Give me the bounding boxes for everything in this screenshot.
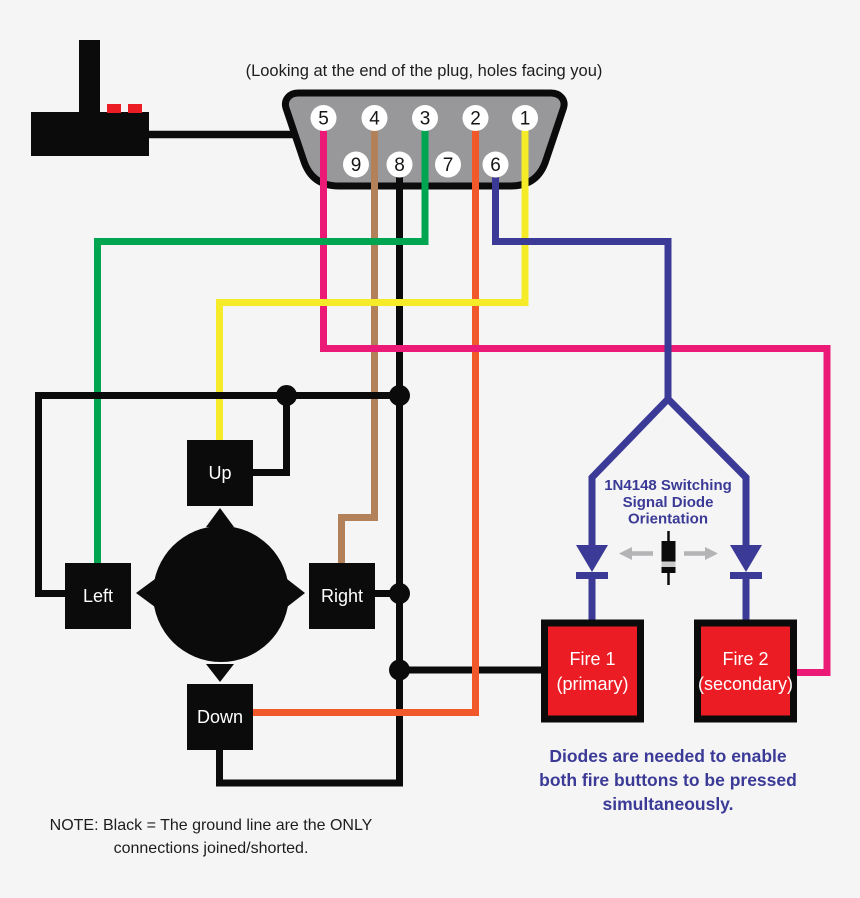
pin-5-number: 5: [318, 109, 329, 130]
pin-7: [435, 151, 461, 178]
gray-arrow-left-head: [619, 547, 632, 560]
joystick-button-2: [128, 104, 142, 113]
diode-label-line3: Orientation: [628, 511, 708, 528]
arrow-up-icon: [206, 508, 234, 527]
wires: [35, 118, 831, 787]
diode-note-line2: both fire buttons to be pressed: [539, 770, 797, 790]
up-switch-box: [187, 440, 253, 506]
ground-wire-bus: [35, 392, 400, 597]
fire1-label-line2: (primary): [557, 674, 629, 694]
diode-component-body: [661, 541, 676, 573]
left-label: Left: [83, 586, 113, 606]
diode-cathode-band: [661, 561, 676, 567]
joystick-base: [31, 112, 149, 156]
diode-orientation-illustration: 1N4148 Switching Signal Diode Orientatio…: [604, 477, 732, 585]
pin-5: [310, 105, 337, 131]
direction-switch-cluster: Up Left Right Down: [65, 440, 375, 750]
pin-9: [343, 151, 369, 178]
arrow-right-icon: [287, 579, 305, 607]
stick-ball: [153, 526, 289, 662]
arrow-left-icon: [136, 579, 155, 607]
pin-1: [512, 105, 538, 131]
diode-note: Diodes are needed to enable both fire bu…: [539, 746, 797, 814]
fire1-box: [541, 619, 644, 723]
junction-dot: [389, 583, 410, 604]
diode-symbol-left: [576, 545, 608, 572]
ground-note: NOTE: Black = The ground line are the ON…: [50, 817, 373, 857]
down-label: Down: [197, 707, 243, 727]
green-wire-pin3-left: [94, 118, 429, 564]
pin-8-number: 8: [394, 155, 405, 176]
joystick-stick: [79, 40, 100, 113]
diode-label-line1: 1N4148 Switching: [604, 477, 732, 494]
diode-note-line3: simultaneously.: [603, 794, 734, 814]
pin-2-number: 2: [470, 109, 481, 130]
pin-3-number: 3: [420, 109, 431, 130]
joystick-button-1: [107, 104, 121, 113]
right-switch-box: [309, 563, 375, 629]
pin-2: [462, 105, 489, 131]
blue-wire-pin6-diodes: [492, 164, 762, 621]
fire2-label-line2: (secondary): [698, 674, 793, 694]
ground-note-line2: connections joined/shorted.: [114, 840, 309, 857]
down-switch-box: [187, 684, 253, 750]
pin-9-number: 9: [351, 155, 362, 176]
pin-1-number: 1: [520, 109, 531, 130]
joystick-icon: [31, 40, 312, 156]
pin-4-number: 4: [369, 109, 380, 130]
pin-4: [361, 105, 388, 131]
junction-dot: [389, 385, 410, 406]
plug-pins: 5 4 3 2 1 9 8 7 6: [310, 105, 538, 178]
ground-note-line1: NOTE: Black = The ground line are the ON…: [50, 817, 373, 834]
fire-buttons: Fire 1 (primary) Fire 2 (secondary): [541, 619, 797, 723]
junction-dot: [276, 385, 297, 406]
diode-label-line2: Signal Diode: [623, 494, 714, 511]
yellow-wire-pin1-up: [216, 118, 529, 441]
pink-wire-pin5-fire2: [320, 118, 831, 676]
up-label: Up: [208, 463, 231, 483]
right-label: Right: [321, 586, 363, 606]
pin-7-number: 7: [443, 155, 454, 176]
orange-wire-pin2-down: [252, 118, 479, 716]
ground-junction-dots: [276, 385, 410, 681]
junction-dot: [389, 659, 410, 681]
left-switch-box: [65, 563, 131, 629]
gray-arrow-right-head: [705, 547, 718, 560]
brown-wire-pin4-right: [338, 118, 378, 564]
diode-note-line1: Diodes are needed to enable: [549, 746, 787, 766]
arrow-down-icon: [206, 664, 234, 682]
fire1-label-line1: Fire 1: [569, 649, 615, 669]
fire2-box: [694, 619, 797, 723]
pin-6: [482, 151, 509, 178]
pin-3: [412, 105, 438, 131]
pin-8: [386, 151, 413, 178]
pin-6-number: 6: [490, 155, 501, 176]
diagram-title: (Looking at the end of the plug, holes f…: [246, 62, 603, 80]
fire2-label-line1: Fire 2: [722, 649, 768, 669]
diode-symbol-right: [730, 545, 762, 572]
